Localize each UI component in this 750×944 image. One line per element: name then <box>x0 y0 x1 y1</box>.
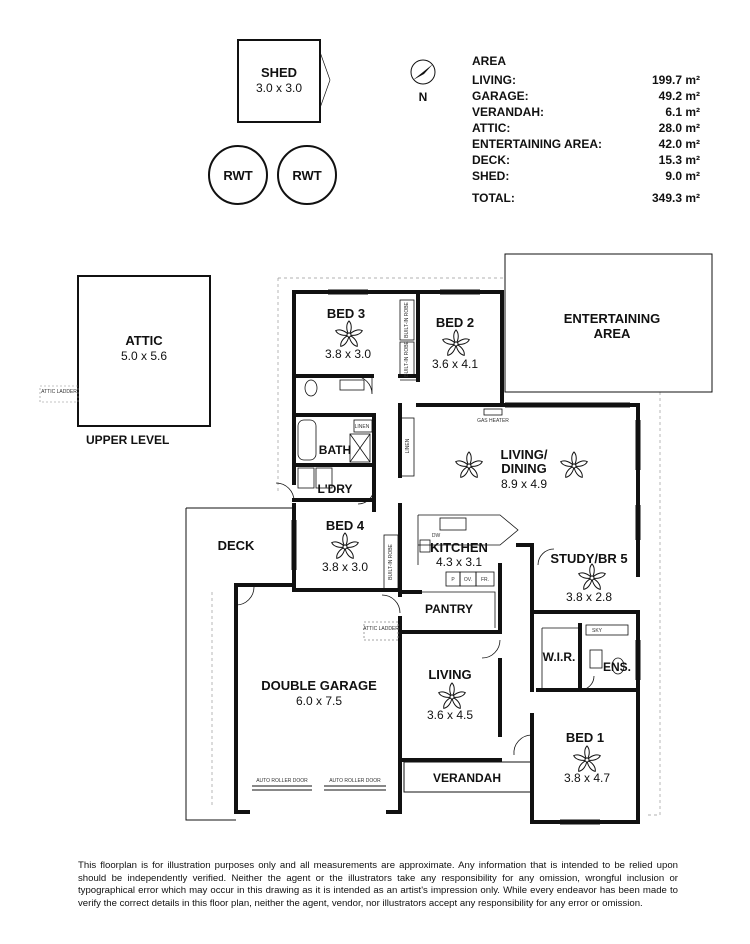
living-dining-name-2: DINING <box>501 461 547 476</box>
area-row: ENTERTAINING AREA: 42.0 m² <box>472 136 700 152</box>
garage-name: DOUBLE GARAGE <box>261 678 377 693</box>
robe-label-3: BUILT-IN ROBE <box>388 543 394 579</box>
area-value: 6.1 m² <box>665 105 700 119</box>
ldry-name: L'DRY <box>317 482 352 496</box>
area-value: 42.0 m² <box>658 137 700 151</box>
area-label: LIVING: <box>472 73 516 87</box>
attic-name: ATTIC <box>125 333 163 348</box>
attic-ladder-label: ATTIC LADDER <box>41 389 77 395</box>
garage-dims: 6.0 x 7.5 <box>296 694 342 708</box>
area-label: ENTERTAINING AREA: <box>472 137 602 151</box>
room-labels: BED 3 3.8 x 3.0 BED 2 3.6 x 4.1 BATH L'D… <box>256 301 631 785</box>
eave-outline <box>211 277 661 816</box>
ens-name: ENS. <box>603 660 631 674</box>
area-value: 199.7 m² <box>651 73 700 87</box>
area-value: 28.0 m² <box>658 121 700 135</box>
area-label: ATTIC: <box>472 121 511 135</box>
study-name: STUDY/BR 5 <box>550 551 627 566</box>
north-compass-icon: N <box>410 59 436 104</box>
garage-attic-ladder: ATTIC LADDER <box>363 626 399 632</box>
linen-label-1: LINEN <box>355 424 370 430</box>
verandah-name: VERANDAH <box>433 771 501 785</box>
attic-dims: 5.0 x 5.6 <box>121 349 167 363</box>
living2-dims: 3.6 x 4.5 <box>427 708 473 722</box>
area-value: 15.3 m² <box>658 153 700 167</box>
sky-label: SKY <box>592 628 603 634</box>
area-value: 49.2 m² <box>658 89 700 103</box>
shed-dims: 3.0 x 3.0 <box>256 81 302 95</box>
bed4-name: BED 4 <box>326 518 365 533</box>
rainwater-tanks: RWT RWT <box>208 145 337 205</box>
garage-door-1: AUTO ROLLER DOOR <box>256 778 308 784</box>
linen-label-2: LINEN <box>405 438 411 453</box>
deck-name: DECK <box>218 538 255 553</box>
shed-name: SHED <box>261 65 297 80</box>
area-title: AREA <box>472 54 507 68</box>
bed2-dims: 3.6 x 4.1 <box>432 357 478 371</box>
living-dining-name-1: LIVING/ <box>501 447 548 462</box>
north-label: N <box>419 90 428 104</box>
study-dims: 3.8 x 2.8 <box>566 590 612 604</box>
bed3-name: BED 3 <box>327 306 365 321</box>
area-label: SHED: <box>472 169 510 183</box>
bed1-dims: 3.8 x 4.7 <box>564 771 610 785</box>
doors <box>235 375 595 756</box>
kitchen-dims: 4.3 x 3.1 <box>436 555 482 569</box>
kitchen-name: KITCHEN <box>430 540 488 555</box>
area-row: LIVING: 199.7 m² <box>472 72 700 88</box>
shed: SHED 3.0 x 3.0 <box>237 39 331 123</box>
windows <box>252 289 641 825</box>
bath-name: BATH <box>319 443 351 457</box>
disclaimer-text: This floorplan is for illustration purpo… <box>78 860 678 909</box>
bed2-name: BED 2 <box>436 315 474 330</box>
area-schedule: AREA LIVING: 199.7 m² GARAGE: 49.2 m² VERA… <box>472 54 700 206</box>
bed4-dims: 3.8 x 3.0 <box>322 560 368 574</box>
entertaining-name-1: ENTERTAINING <box>564 311 661 326</box>
area-total-value: 349.3 m² <box>651 191 700 205</box>
kitchen-fr: FR. <box>481 577 489 583</box>
gas-heater-label: GAS HEATER <box>477 418 509 424</box>
pantry-name: PANTRY <box>425 602 473 616</box>
robe-label-2: BUILT-IN ROBE <box>404 340 410 376</box>
attic: ATTIC LADDER ATTIC 5.0 x 5.6 <box>39 275 211 427</box>
area-label: GARAGE: <box>472 89 529 103</box>
entertaining-area: ENTERTAINING AREA <box>504 253 713 393</box>
bed1-name: BED 1 <box>566 730 604 745</box>
kitchen-dw: DW <box>432 533 441 539</box>
verandah: VERANDAH <box>403 761 533 793</box>
area-row: ATTIC: 28.0 m² <box>472 120 700 136</box>
rwt-label-1: RWT <box>223 168 252 183</box>
robe-label-1: BUILT-IN ROBE <box>404 301 410 337</box>
area-row: DECK: 15.3 m² <box>472 152 700 168</box>
wir-name: W.I.R. <box>543 650 576 664</box>
area-label: DECK: <box>472 153 510 167</box>
area-row: GARAGE: 49.2 m² <box>472 88 700 104</box>
kitchen-ov: OV. <box>464 577 472 583</box>
living2-name: LIVING <box>428 667 471 682</box>
deck: DECK <box>185 507 294 821</box>
area-total-row: TOTAL: 349.3 m² <box>472 190 700 206</box>
living-dining-dims: 8.9 x 4.9 <box>501 477 547 491</box>
garage-door-2: AUTO ROLLER DOOR <box>329 778 381 784</box>
upper-level-label: UPPER LEVEL <box>86 433 170 447</box>
area-row: VERANDAH: 6.1 m² <box>472 104 700 120</box>
area-total-label: TOTAL: <box>472 191 515 205</box>
fixtures <box>297 299 629 688</box>
area-row: SHED: 9.0 m² <box>472 168 700 184</box>
area-label: VERANDAH: <box>472 105 544 119</box>
kitchen-p: P <box>451 577 455 583</box>
area-value: 9.0 m² <box>665 169 700 183</box>
entertaining-name-2: AREA <box>594 326 631 341</box>
bed3-dims: 3.8 x 3.0 <box>325 347 371 361</box>
rwt-label-2: RWT <box>292 168 321 183</box>
